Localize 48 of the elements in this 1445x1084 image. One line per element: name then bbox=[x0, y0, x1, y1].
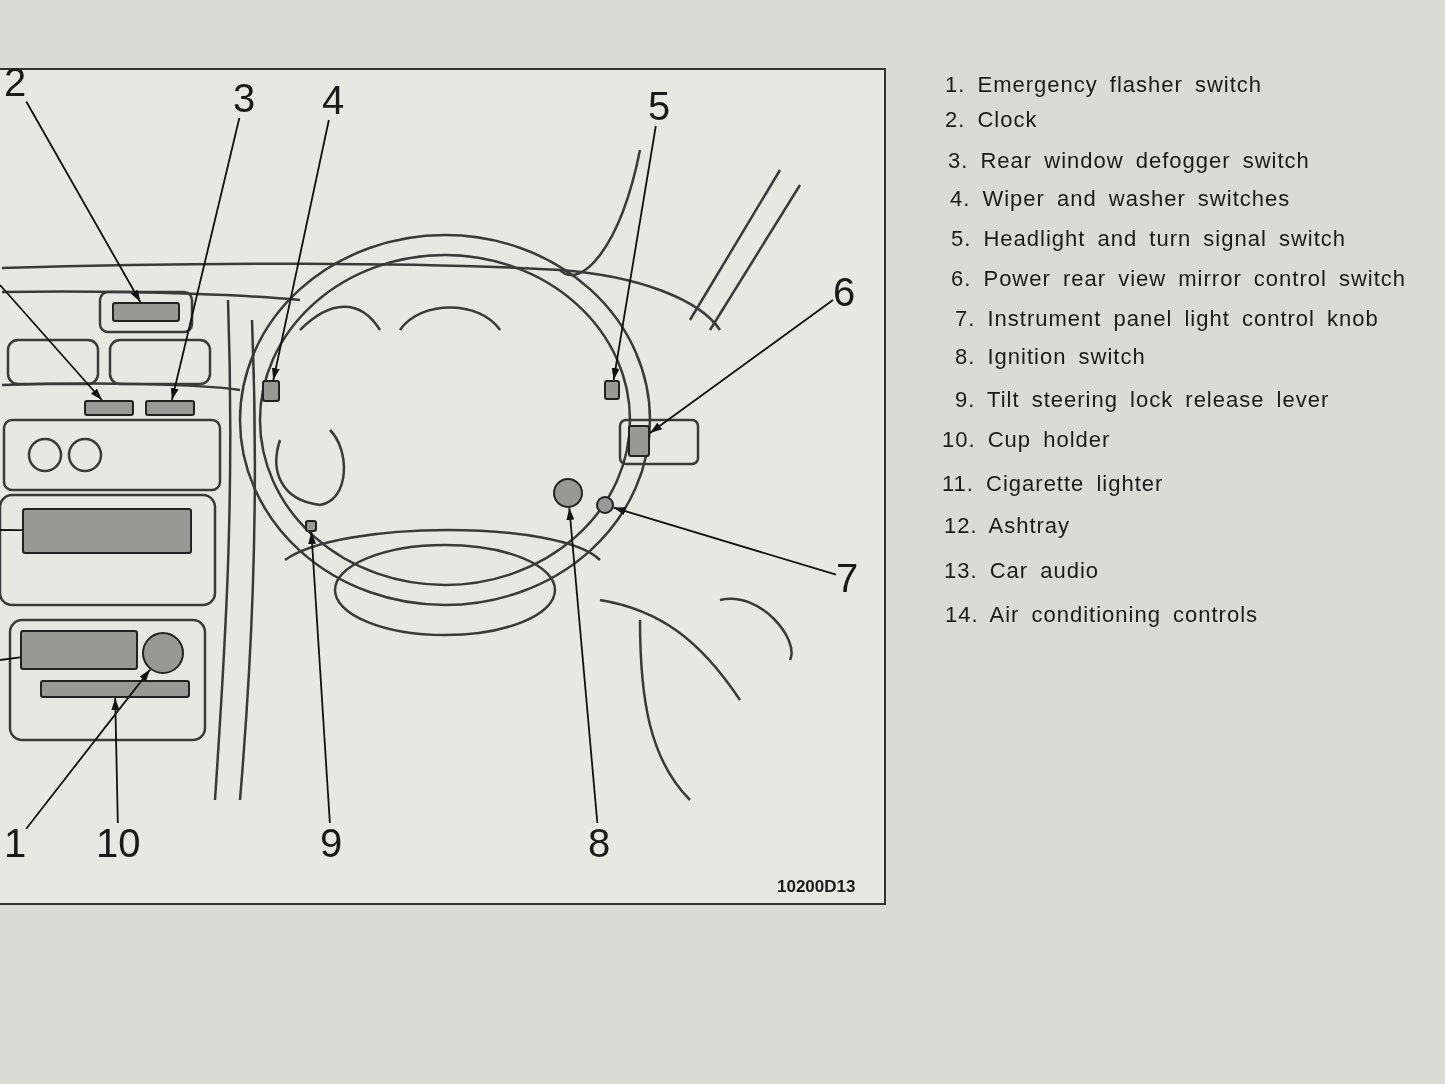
leader-line bbox=[25, 668, 151, 830]
legend-item: 11. Cigarette lighter bbox=[942, 471, 1164, 497]
leader-line bbox=[170, 117, 241, 401]
legend-item: 1. Emergency flasher switch bbox=[945, 72, 1263, 98]
callout-number: 5 bbox=[648, 86, 671, 126]
callout-number: 3 bbox=[233, 78, 256, 118]
legend-item: 4. Wiper and washer switches bbox=[950, 186, 1291, 212]
control-part bbox=[112, 302, 180, 322]
leader-line bbox=[111, 697, 120, 824]
leader-line bbox=[612, 506, 837, 576]
callout-number: 2 bbox=[4, 62, 27, 102]
control-part bbox=[628, 425, 650, 457]
callout-number: 8 bbox=[588, 823, 611, 863]
control-part bbox=[262, 380, 280, 402]
leader-line bbox=[611, 125, 657, 381]
leader-line bbox=[0, 529, 23, 532]
leader-line bbox=[308, 531, 331, 824]
callout-number: 1 bbox=[4, 823, 27, 863]
control-part bbox=[84, 400, 134, 416]
control-part bbox=[40, 680, 190, 698]
callout-number: 7 bbox=[836, 558, 859, 598]
leader-line bbox=[271, 119, 330, 381]
leader-line bbox=[25, 100, 142, 303]
legend-item: 5. Headlight and turn signal switch bbox=[951, 226, 1347, 252]
control-part bbox=[145, 400, 195, 416]
callout-number: 9 bbox=[320, 823, 343, 863]
control-part bbox=[604, 380, 620, 400]
leader-line bbox=[0, 656, 21, 661]
leader-line bbox=[649, 299, 834, 434]
legend-item: 3. Rear window defogger switch bbox=[948, 148, 1310, 174]
legend-item: 7. Instrument panel light control knob bbox=[955, 306, 1379, 332]
figure-code: 10200D13 bbox=[777, 877, 856, 897]
callout-number: 6 bbox=[833, 272, 856, 312]
callout-number: 4 bbox=[322, 80, 345, 120]
leader-line bbox=[0, 284, 103, 401]
legend-item: 6. Power rear view mirror control switch bbox=[951, 266, 1407, 292]
control-part bbox=[20, 630, 138, 670]
callout-number: 10 bbox=[96, 823, 141, 863]
control-part bbox=[305, 520, 317, 532]
legend-item: 9. Tilt steering lock release lever bbox=[955, 387, 1330, 413]
legend-item: 14. Air conditioning controls bbox=[945, 602, 1259, 628]
legend-item: 12. Ashtray bbox=[944, 513, 1071, 539]
legend-item: 10. Cup holder bbox=[942, 427, 1111, 453]
legend-item: 13. Car audio bbox=[944, 558, 1100, 584]
control-part bbox=[22, 508, 192, 554]
legend-item: 2. Clock bbox=[945, 107, 1038, 133]
leader-line bbox=[566, 507, 599, 824]
legend-item: 8. Ignition switch bbox=[955, 344, 1146, 370]
